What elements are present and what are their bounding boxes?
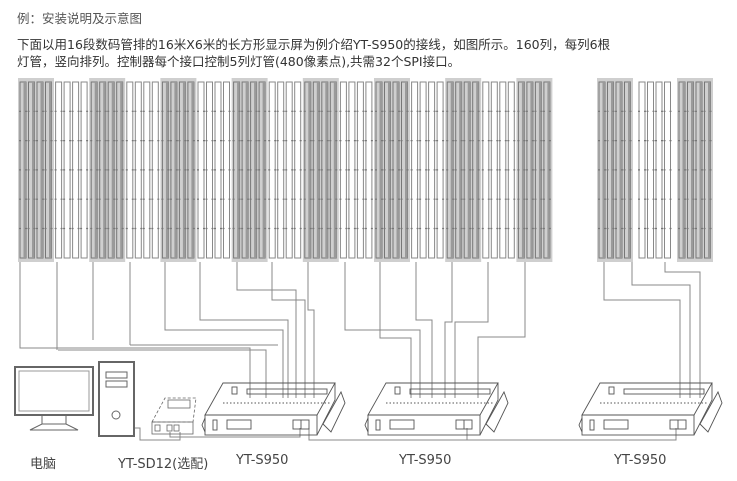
tube-block bbox=[481, 81, 516, 259]
tube-block bbox=[231, 78, 268, 262]
led-tube-array bbox=[18, 78, 713, 262]
computer-label: 电脑 bbox=[30, 457, 57, 472]
controller-3-icon bbox=[578, 382, 723, 436]
heading: 例：安装说明及示意图 bbox=[17, 11, 143, 26]
controller-2-label: YT-S950 bbox=[399, 453, 452, 468]
tube-block bbox=[125, 81, 160, 259]
tube-block bbox=[339, 81, 373, 259]
controller-2-icon bbox=[364, 382, 509, 436]
controller-1-label: YT-S950 bbox=[236, 453, 289, 468]
controller-3-label: YT-S950 bbox=[614, 453, 667, 468]
tube-block bbox=[302, 78, 339, 262]
tube-block bbox=[638, 81, 672, 259]
sd12-device-icon bbox=[151, 397, 197, 435]
computer-icon bbox=[14, 361, 135, 437]
tube-block bbox=[89, 78, 126, 262]
tube-block bbox=[197, 81, 231, 259]
tube-block bbox=[268, 81, 302, 259]
description-line-1: 下面以用16段数码管排的16米X6米的长方形显示屏为例介绍YT-S950的接线，… bbox=[17, 37, 611, 52]
tube-block bbox=[410, 81, 445, 259]
controller-1-icon bbox=[201, 382, 346, 436]
tube-block bbox=[516, 78, 553, 262]
signal-wires bbox=[19, 262, 701, 441]
tube-block bbox=[677, 78, 713, 262]
tube-block bbox=[597, 78, 633, 262]
tube-block bbox=[160, 78, 197, 262]
tube-block bbox=[445, 78, 482, 262]
tube-block bbox=[54, 81, 89, 259]
tube-block bbox=[18, 78, 54, 262]
tube-block bbox=[374, 78, 410, 262]
sd12-label: YT-SD12(选配) bbox=[118, 457, 209, 472]
description-line-2: 灯管，竖向排列。控制器每个接口控制5列灯管(480像素点),共需32个SPI接口… bbox=[17, 54, 461, 69]
